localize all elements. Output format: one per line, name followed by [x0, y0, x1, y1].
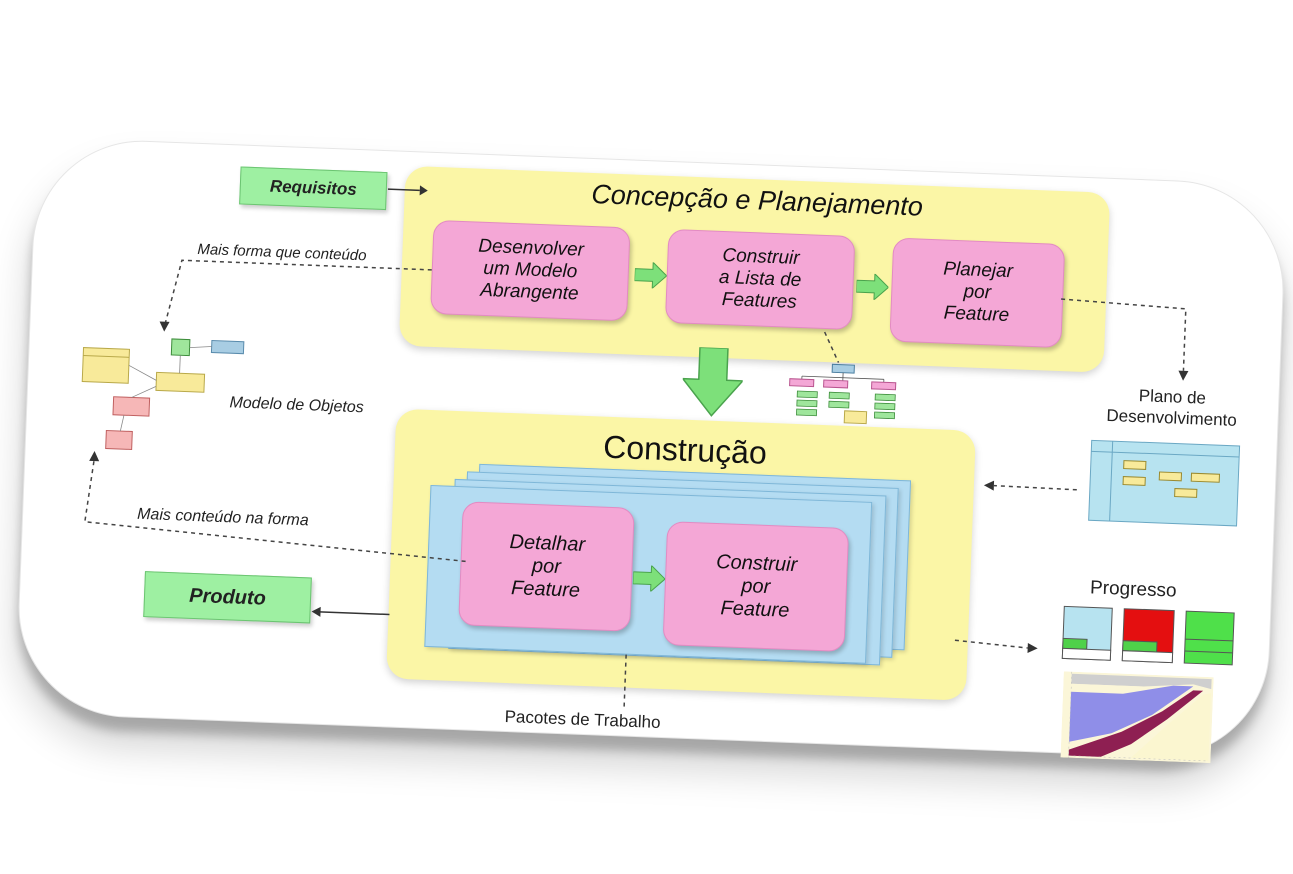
progress-label: Progresso: [1090, 577, 1177, 602]
progress-burnup-chart-icon: [1061, 671, 1214, 763]
feature-list-tree-icon: [786, 361, 903, 427]
progress-status-boxes-icon: [1060, 604, 1237, 669]
development-plan-chart-icon: [1088, 439, 1241, 527]
fdd-diagram: Concepção e Planejamento Desenvolver um …: [0, 0, 1293, 849]
object-model-diagram-icon: [77, 333, 252, 464]
development-plan-label: Plano de Desenvolvimento: [1071, 383, 1272, 433]
